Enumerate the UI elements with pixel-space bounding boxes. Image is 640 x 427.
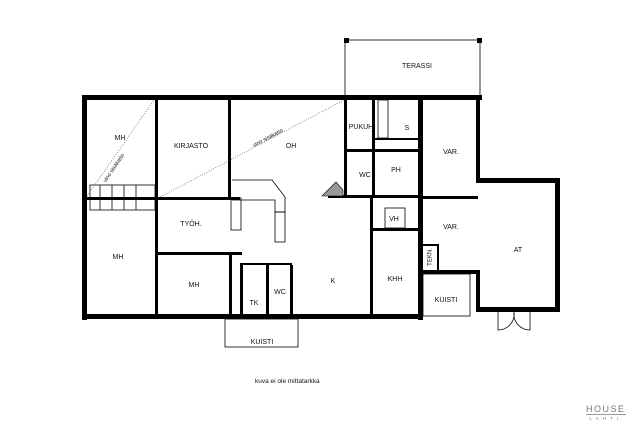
room-label-ph: PH (391, 167, 401, 174)
exterior-doors (497, 311, 531, 331)
logo-city: LAHTI (589, 416, 623, 421)
room-label-tyoh: TYÖH. (180, 220, 201, 228)
room-label-var: VAR. (443, 149, 459, 156)
room-label-mh: MH (115, 135, 126, 142)
room-label-tk: TK (250, 300, 259, 307)
room-label-vh: VH (389, 216, 399, 223)
room-label-pukuh: PUKUH (349, 124, 374, 131)
sloped-ceiling-lines (86, 99, 345, 198)
logo-brand: HOUSE (586, 404, 626, 415)
room-label-k: K (331, 278, 336, 285)
room-label-tekn: TEKN. (428, 248, 434, 266)
scale-disclaimer: kuva ei ole mittatarkka (255, 378, 320, 385)
room-label-oh: OH (286, 143, 297, 150)
room-label-kuisti: KUISTI (435, 297, 458, 304)
sloped-ceiling-label: vino sisäkatto (103, 153, 127, 184)
outer-walls (82, 95, 560, 348)
room-label-var: VAR. (443, 224, 459, 231)
stairs (89, 179, 344, 243)
sloped-ceiling-label: vino sisäkatto (252, 128, 284, 149)
room-label-khh: KHH (388, 276, 403, 283)
room-label-mh: MH (189, 282, 200, 289)
house-lahti-logo: HOUSE LAHTI (586, 405, 626, 421)
room-label-kirjasto: KIRJASTO (174, 143, 209, 150)
room-label-terassi: TERASSI (402, 63, 432, 70)
room-label-mh: MH (113, 254, 124, 261)
room-label-wc: WC (359, 172, 371, 179)
interior-walls (84, 98, 478, 316)
room-label-wc: WC (274, 289, 286, 296)
room-label-s: S (405, 125, 410, 132)
room-label-at: AT (514, 247, 523, 254)
room-label-kuisti: KUISTI (251, 339, 274, 346)
